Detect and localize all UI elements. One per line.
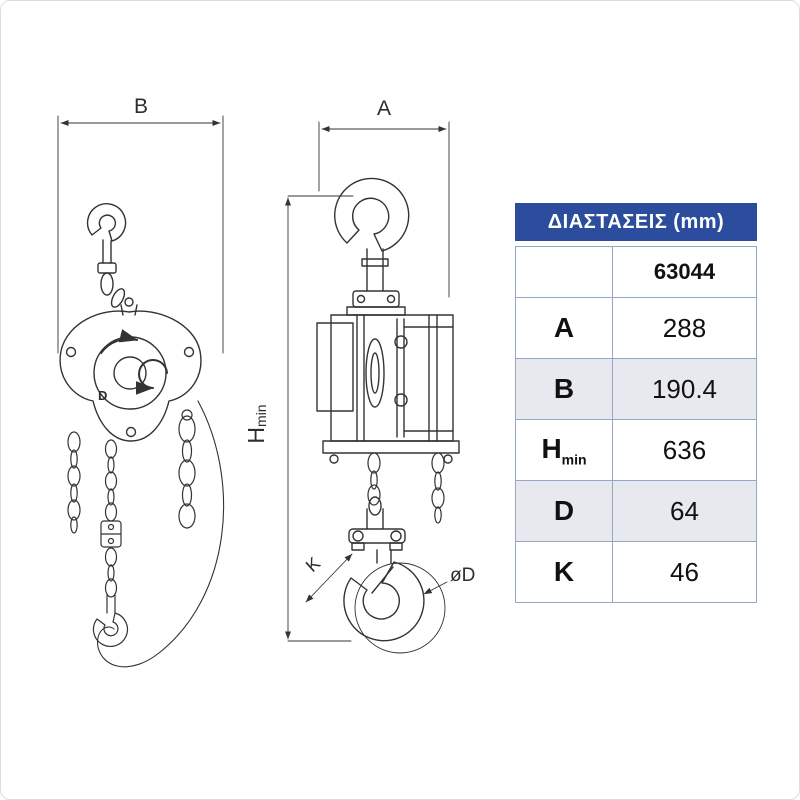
dim-hmin-label: Hmin [243,404,269,443]
dimension-b [57,115,224,354]
table-row-hmin: Hmin 636 [515,419,757,481]
row-label: D [515,480,613,542]
front-right-chain [178,409,196,529]
hmin-main: H [243,427,269,444]
dimensions-panel: ΔΙΑΣΤΑΣΕΙΣ (mm) 63044 A 288 B 190.4 Hmin… [515,203,757,603]
side-housing [316,290,460,464]
front-clevis [120,297,138,316]
dim-b-label: B [134,95,148,118]
dimension-k [305,553,353,603]
dim-d-label: øD [450,565,475,586]
front-view [57,115,225,668]
dim-k-label: K [302,553,324,576]
d-leader-line [423,581,448,595]
dimension-a [318,121,450,298]
front-left-chain [67,431,81,534]
dim-a-label: A [377,97,391,120]
hoist-technical-drawing: B A Hmin K øD D [57,95,475,668]
dimensions-table: 63044 A 288 B 190.4 Hmin 636 D 64 [515,246,757,603]
product-code-cell: 63044 [612,246,757,298]
side-view [284,121,460,654]
row-value: 64 [612,480,757,542]
row-value: 190.4 [612,358,757,420]
body-direction-mark: D [98,388,107,403]
dimension-hmin [284,195,354,642]
front-body [59,310,202,442]
table-row-d: D 64 [515,480,757,542]
side-chains [367,452,445,524]
hmin-label-main: H [541,432,562,464]
front-load-chain [92,439,129,647]
hmin-sub: min [253,404,269,427]
dimensions-table-title: ΔΙΑΣΤΑΣΕΙΣ (mm) [515,203,757,241]
table-row-b: B 190.4 [515,358,757,420]
corner-cell [515,246,613,298]
side-bottom-hook [343,496,446,654]
hmin-label-sub: min [561,451,587,468]
hand-chain-loop [96,400,225,668]
row-label: Hmin [515,419,613,481]
row-label: K [515,541,613,603]
row-label: B [515,358,613,420]
row-value: 288 [612,297,757,359]
hook-opening-circle [354,562,446,654]
table-header-row: 63044 [515,246,757,298]
row-value: 636 [612,419,757,481]
table-row-a: A 288 [515,297,757,359]
row-label: A [515,297,613,359]
row-value: 46 [612,541,757,603]
front-top-hook [86,203,127,308]
side-top-hook [334,177,410,292]
table-row-k: K 46 [515,541,757,603]
